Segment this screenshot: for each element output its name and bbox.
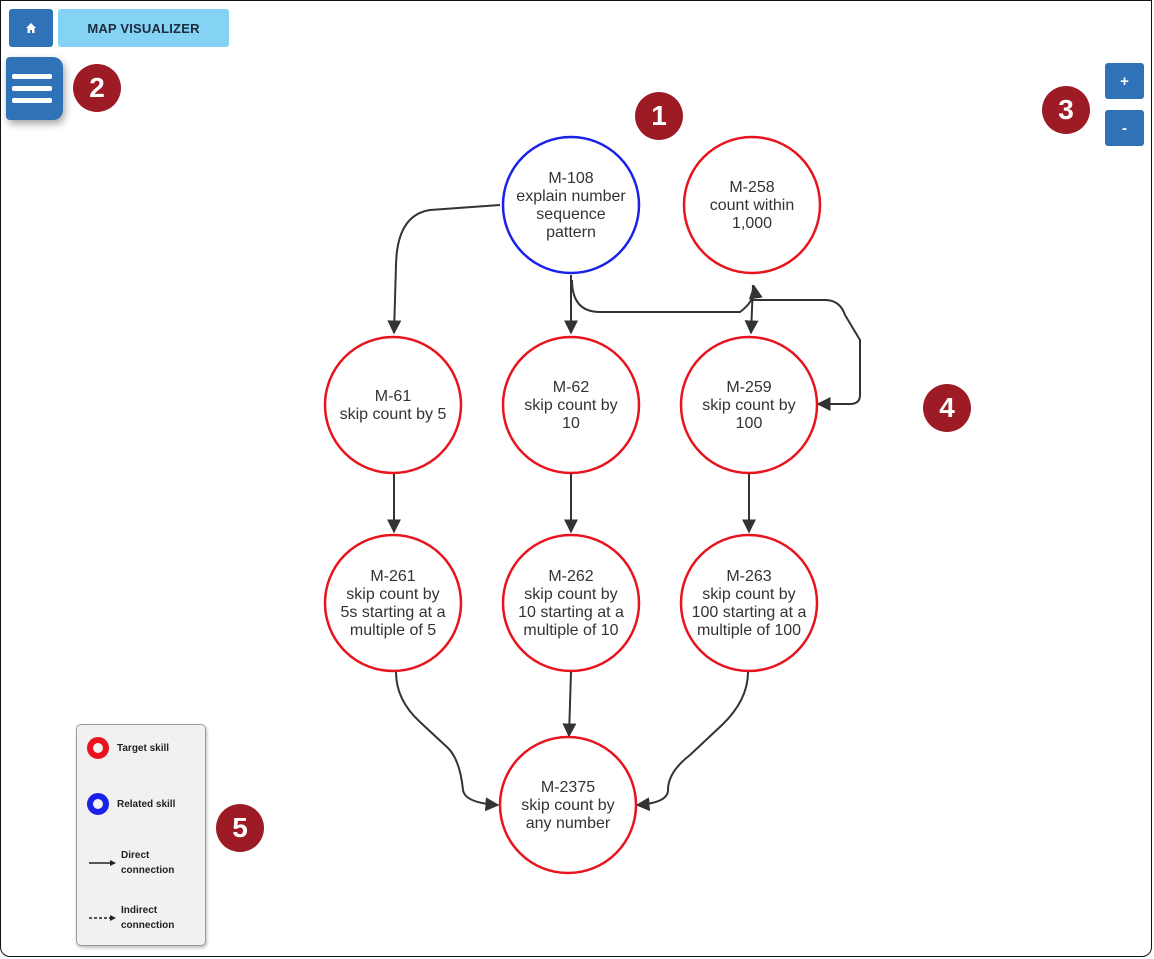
skill-node-label: 1,000 bbox=[732, 215, 772, 232]
legend-panel: Target skill Related skill Direct connec… bbox=[76, 724, 206, 946]
map-visualizer-tab[interactable]: MAP VISUALIZER bbox=[58, 9, 229, 47]
edge-arrow bbox=[571, 279, 763, 313]
skill-node-circle bbox=[501, 335, 641, 475]
skill-node-label: 10 bbox=[562, 415, 580, 432]
skill-node-label: multiple of 10 bbox=[523, 622, 618, 639]
related-ring-icon bbox=[87, 793, 109, 815]
callout-badge-4: 4 bbox=[923, 384, 971, 432]
callout-badge-2: 2 bbox=[73, 64, 121, 112]
skill-node-label: 5s starting at a bbox=[341, 604, 446, 621]
skill-node-circle bbox=[682, 135, 822, 275]
skill-node-label: 100 starting at a bbox=[692, 604, 807, 621]
home-button[interactable] bbox=[9, 9, 53, 47]
zoom-in-button[interactable]: + bbox=[1105, 63, 1144, 99]
skill-node-label: skip count by bbox=[524, 397, 617, 414]
skill-node-label: multiple of 100 bbox=[697, 622, 801, 639]
skill-node-label: 100 bbox=[736, 415, 763, 432]
legend-target-label: Target skill bbox=[117, 742, 170, 754]
edge-arrow bbox=[562, 671, 577, 738]
legend-related: Related skill bbox=[87, 793, 187, 815]
skill-node-id: M-263 bbox=[726, 568, 771, 585]
edge-arrow bbox=[744, 284, 759, 335]
hamburger-menu-icon-bar bbox=[12, 98, 52, 103]
skill-node-circle bbox=[679, 533, 819, 673]
skill-node-label: skip count by bbox=[524, 586, 617, 603]
legend-related-label: Related skill bbox=[117, 798, 176, 810]
skill-node-label: sequence bbox=[536, 206, 605, 223]
callout-badge-1: 1 bbox=[635, 92, 683, 140]
hamburger-menu-icon-bar bbox=[12, 86, 52, 91]
skill-node-circle bbox=[501, 135, 641, 275]
menu-button[interactable] bbox=[6, 57, 63, 120]
home-icon bbox=[26, 23, 36, 33]
skill-node-id: M-258 bbox=[729, 179, 774, 196]
skill-node-label: count within bbox=[710, 197, 795, 214]
skill-node-id: M-259 bbox=[726, 379, 771, 396]
edge-arrow bbox=[395, 671, 500, 812]
legend-direct-label: Direct connection bbox=[121, 850, 175, 876]
skill-node-circle bbox=[501, 533, 641, 673]
skill-node-label: explain number bbox=[516, 188, 626, 205]
legend-direct: Direct connection bbox=[87, 848, 191, 878]
skill-node-label: 10 starting at a bbox=[518, 604, 624, 621]
skill-node-label: skip count by bbox=[702, 586, 795, 603]
solid-arrow-icon bbox=[89, 860, 116, 866]
callout-badge-5: 5 bbox=[216, 804, 264, 852]
legend-indirect: Indirect connection bbox=[87, 903, 191, 933]
skill-node-label: skip count by bbox=[346, 586, 439, 603]
skill-node-id: M-61 bbox=[375, 388, 412, 405]
dashed-arrow-icon bbox=[89, 915, 116, 921]
skill-node-circle bbox=[679, 335, 819, 475]
legend-target: Target skill bbox=[87, 737, 187, 759]
skill-node-label: skip count by bbox=[702, 397, 795, 414]
skill-node-id: M-2375 bbox=[541, 779, 595, 796]
skill-node-label: pattern bbox=[546, 224, 596, 241]
edge-arrow bbox=[752, 299, 861, 411]
skill-node-id: M-261 bbox=[370, 568, 415, 585]
callout-badge-3: 3 bbox=[1042, 86, 1090, 134]
skill-node-label: skip count by bbox=[521, 797, 614, 814]
hamburger-menu-icon bbox=[12, 74, 52, 79]
skill-node-id: M-108 bbox=[548, 170, 593, 187]
graph-edges bbox=[387, 204, 861, 812]
target-ring-icon bbox=[87, 737, 109, 759]
legend-indirect-label: Indirect connection bbox=[121, 905, 175, 931]
skill-node-label: any number bbox=[526, 815, 611, 832]
skill-node-circle bbox=[323, 335, 463, 475]
edge-arrow bbox=[635, 671, 749, 812]
skill-node-id: M-62 bbox=[553, 379, 590, 396]
skill-node-label: multiple of 5 bbox=[350, 622, 436, 639]
edge-arrow bbox=[387, 204, 501, 335]
skill-node-id: M-262 bbox=[548, 568, 593, 585]
skill-node-label: skip count by 5 bbox=[340, 406, 447, 423]
skill-node-circle bbox=[498, 735, 638, 875]
zoom-out-button[interactable]: - bbox=[1105, 110, 1144, 146]
skill-node-circle bbox=[323, 533, 463, 673]
